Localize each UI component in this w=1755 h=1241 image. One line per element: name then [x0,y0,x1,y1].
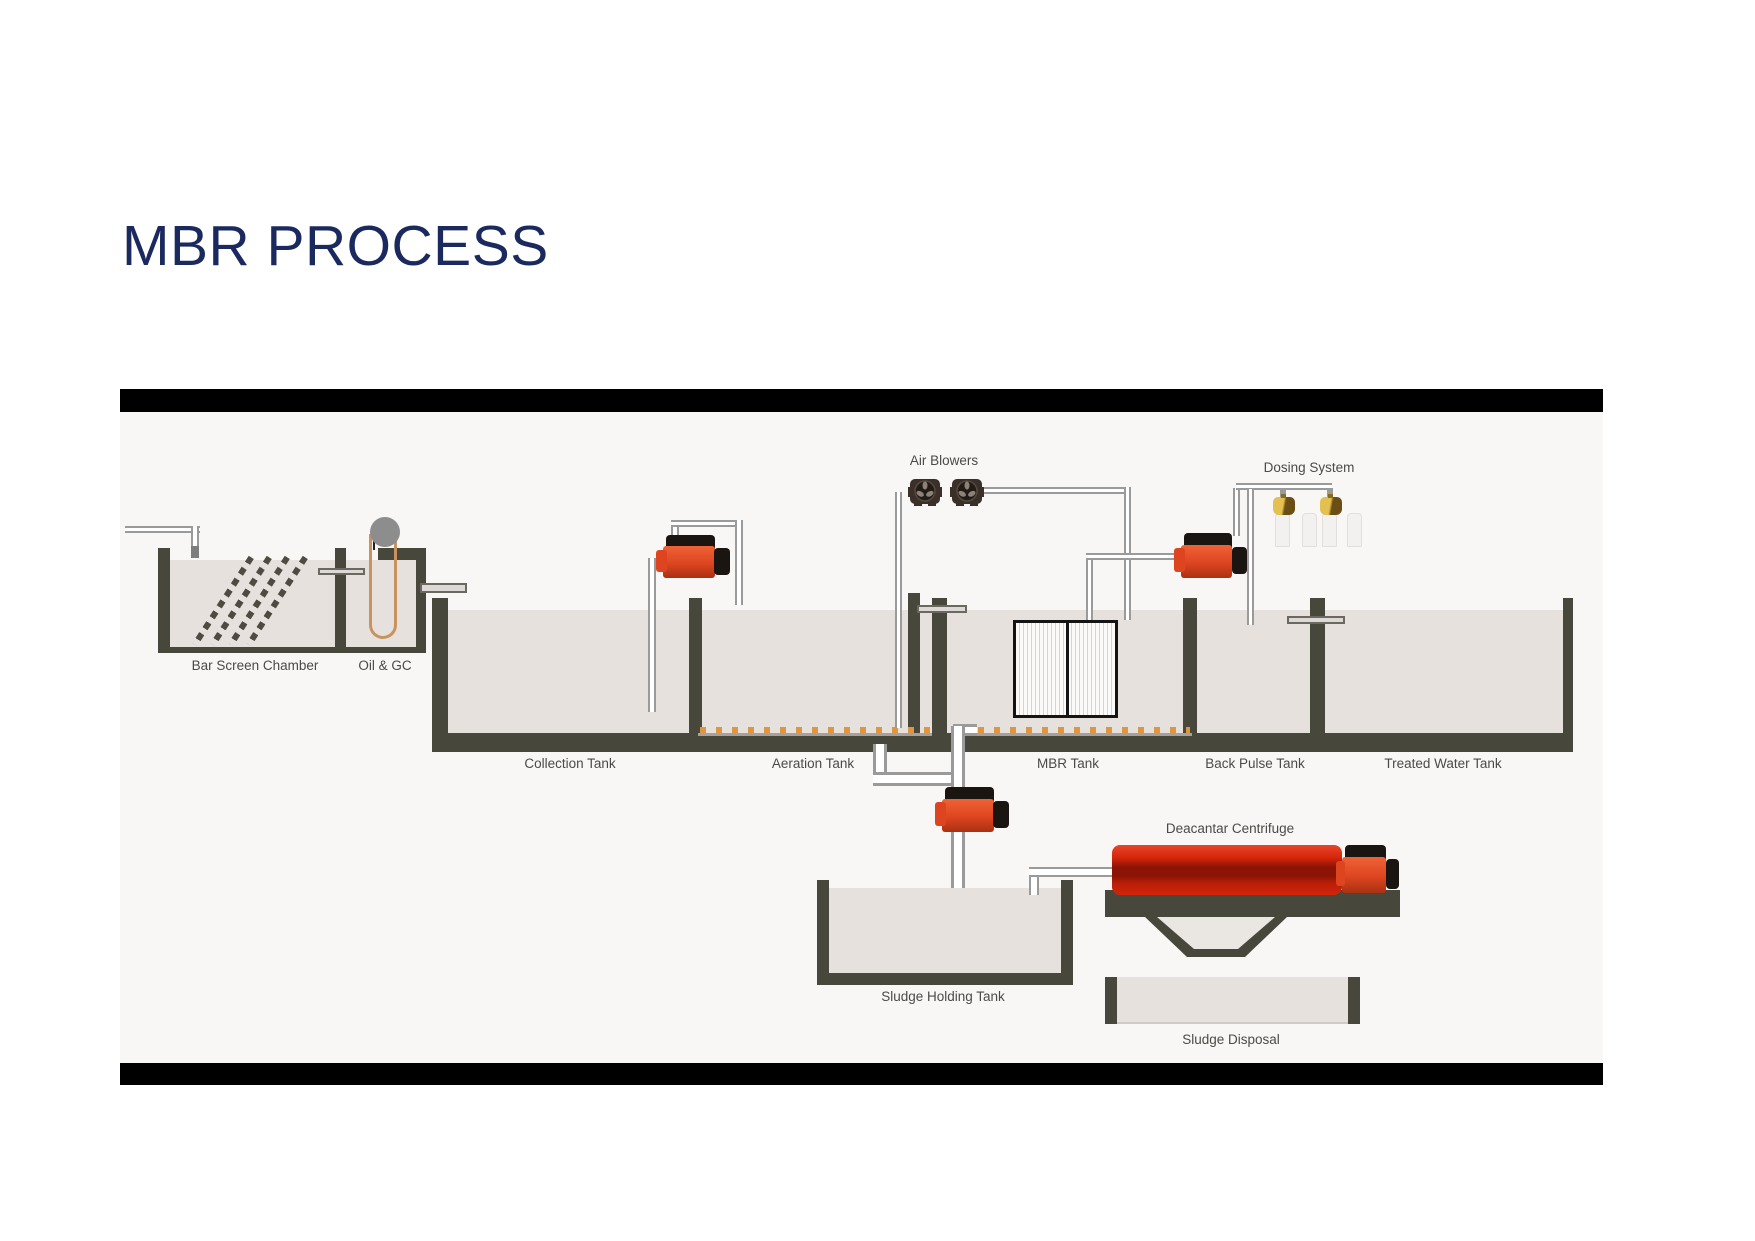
label-collection-tank: Collection Tank [524,756,616,771]
collection-pump-icon [656,535,730,578]
inlet-pipe-tip [191,546,199,558]
collection-discharge-top [671,520,743,527]
mbr-diffuser-header [976,733,1192,736]
bar-screen-left-wall [158,548,170,653]
backpulse-downpipe [1247,489,1254,625]
label-mbr-tank: MBR Tank [1036,756,1100,771]
backpulse-treated-divider [1310,598,1325,733]
centrifuge-motor-icon [1336,845,1399,893]
dosing-bottle-icon [1275,513,1290,547]
label-air-blowers: Air Blowers [909,453,979,468]
video-bottom-bar [120,1063,1603,1085]
mbr-diffusers-icon [978,727,1190,733]
collection-aeration-divider [689,598,702,733]
dosing-bottle-icon [1347,513,1362,547]
air-pipe-to-aeration [895,492,902,728]
sludge-pump-icon [935,787,1009,832]
oil-gc-outlet-pipe [420,583,467,593]
sludge-disposal-fill [1117,977,1348,1024]
aeration-mbr-divider-a [908,593,920,733]
aeration-mbr-divider-b [932,598,947,733]
centrifuge-drum-icon [1112,845,1342,895]
label-oil-gc: Oil & GC [358,658,412,673]
label-bar-screen-chamber: Bar Screen Chamber [191,658,319,673]
mbr-membrane-module [1013,620,1118,718]
disposal-right-cap [1348,977,1360,1024]
backpulse-pump-icon [1174,533,1247,578]
sludge-holding-water [829,888,1061,973]
oil-gc-ledge [378,548,426,560]
main-basin-water [448,610,1563,733]
sludge-transfer-pipe [873,772,963,786]
inlet-pipe-horizontal [125,526,200,533]
backpulse-treated-overflow-pipe [1287,616,1345,624]
sludge-tank-bottom [817,973,1073,985]
dosing-pump-icon [1320,494,1342,515]
collection-discharge-drop [735,520,743,605]
oil-skimmer-belt [369,534,397,639]
permeate-riser-pipe [1086,556,1093,620]
oil-skimmer-wheel-icon [370,517,400,547]
bar-screen-mid-wall [335,548,346,653]
label-treated-water-tank: Treated Water Tank [1384,756,1502,771]
inlet-pipe-vertical [191,526,199,558]
centrifuge-feed-riser [1029,870,1039,895]
label-deacantar-centrifuge: Deacantar Centrifuge [1165,821,1295,836]
dosing-pump-icon [1273,494,1295,515]
label-sludge-holding-tank: Sludge Holding Tank [881,989,1005,1004]
sludge-tank-left-wall [817,880,829,985]
air-blower-icon [950,477,984,507]
permeate-pipe [1086,553,1182,560]
collection-discharge-riser [671,522,679,540]
label-aeration-tank: Aeration Tank [771,756,855,771]
video-top-bar [120,389,1603,412]
label-back-pulse-tank: Back Pulse Tank [1205,756,1305,771]
oil-gc-right-wall [416,548,426,653]
label-dosing-system: Dosing System [1263,460,1355,475]
air-blower-icon [908,477,942,507]
label-sludge-disposal: Sludge Disposal [1182,1032,1280,1047]
dosing-bottle-icon [1322,513,1337,547]
aeration-mbr-overflow-pipe [917,605,967,613]
centrifuge-feed-pipe [1029,867,1113,877]
chamber-transfer-pipe [318,568,365,575]
sludge-tank-right-wall [1061,880,1073,985]
backpulse-discharge-riser [1233,488,1240,536]
collection-suction-pipe [648,558,656,712]
mbr-backpulse-divider [1183,598,1197,733]
air-pipe-horizontal [982,487,1131,494]
process-diagram-frame: Bar Screen Chamber Oil & GC Collection T… [120,389,1603,1085]
disposal-left-cap [1105,977,1117,1024]
collection-left-wall [432,598,448,748]
aeration-diffusers-icon [700,727,930,733]
treated-right-wall [1563,598,1573,733]
page-title: MBR PROCESS [122,214,549,278]
main-basin-bottom [432,733,1573,752]
centrifuge-funnel-icon [1135,917,1295,964]
pretreatment-bottom [158,647,426,653]
aeration-diffuser-header [698,733,932,736]
dosing-bottle-icon [1302,513,1317,547]
